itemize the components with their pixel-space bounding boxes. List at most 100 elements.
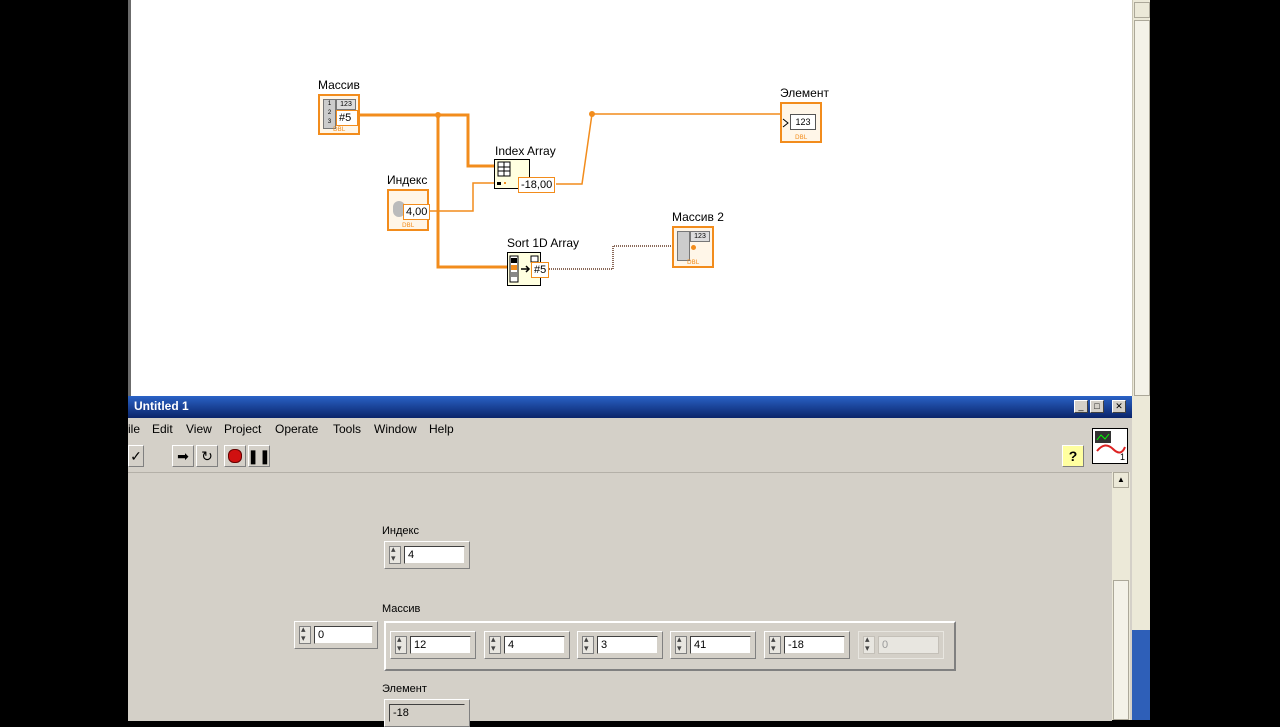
indicator-dot-icon: [691, 245, 696, 250]
array-element-3[interactable]: 41: [670, 631, 756, 659]
array-element-value[interactable]: 12: [410, 636, 471, 654]
array-index-field[interactable]: 0: [314, 626, 373, 644]
element-digits: 123: [790, 114, 816, 130]
help-icon[interactable]: ?: [1062, 445, 1084, 467]
element-spin-icon[interactable]: [395, 634, 407, 654]
increment-decrement-icon[interactable]: [389, 544, 401, 564]
element-value-field: -18: [389, 704, 465, 722]
window-edge: [128, 0, 131, 396]
wires: [358, 111, 780, 270]
element-spin-icon[interactable]: [675, 634, 687, 654]
front-panel-vertical-scrollbar[interactable]: ▲: [1112, 472, 1130, 720]
pause-icon[interactable]: ❚❚: [247, 445, 271, 467]
dbl-tag: DBL: [332, 126, 346, 133]
sort-1d-array-label: Sort 1D Array: [507, 236, 580, 250]
menu-window[interactable]: Window: [374, 422, 417, 436]
menu-project[interactable]: Project: [224, 422, 262, 436]
array-index-control[interactable]: 0: [294, 621, 378, 649]
massiv-terminal[interactable]: 1 2 3 123 #5 DBL: [318, 94, 360, 135]
element-numeric-indicator: -18: [384, 699, 470, 727]
scroll-up-button[interactable]: [1134, 2, 1150, 18]
close-button[interactable]: ✕: [1112, 400, 1126, 413]
indicator-arrow-icon: [782, 118, 789, 128]
array-element-0[interactable]: 12: [390, 631, 476, 659]
scroll-up-arrow-icon[interactable]: ▲: [1113, 472, 1129, 488]
scroll-thumb[interactable]: [1134, 20, 1150, 396]
toolbar: ✓ ➡ ↻ ❚❚ ?: [128, 444, 1132, 470]
dbl-tag: DBL: [401, 222, 415, 229]
sort-icon: [509, 255, 539, 283]
indeks-label: Индекс: [387, 173, 428, 187]
element-spin-icon[interactable]: [863, 634, 875, 654]
array-element-value[interactable]: 41: [690, 636, 751, 654]
vi-icon[interactable]: 1: [1092, 428, 1128, 464]
massiv-label: Массив: [318, 78, 360, 92]
massiv-array-frame: 12 4 3 41 -18 0: [384, 621, 956, 671]
array-element-value[interactable]: 0: [878, 636, 939, 654]
maximize-button[interactable]: □: [1090, 400, 1104, 413]
menu-view[interactable]: View: [186, 422, 212, 436]
run-continuously-icon[interactable]: ↻: [196, 445, 218, 467]
scroll-thumb[interactable]: [1113, 580, 1129, 720]
help-label: ?: [1068, 448, 1078, 464]
dbl-tag: DBL: [794, 134, 808, 141]
indeks-value-field[interactable]: 4: [404, 546, 465, 564]
array-wire-to-sort: [436, 115, 508, 269]
digits-glyph: 123: [336, 99, 356, 110]
array-size-indicator: #5: [336, 110, 358, 126]
desktop-strip: [1132, 630, 1150, 720]
array-element-value[interactable]: 3: [597, 636, 658, 654]
block-diagram-vertical-scrollbar[interactable]: [1132, 0, 1150, 396]
minimize-button[interactable]: _: [1074, 400, 1088, 413]
element-wire: [556, 113, 780, 185]
menu-edit[interactable]: Edit: [152, 422, 173, 436]
index-array-icon: [497, 161, 511, 185]
front-panel-canvas: Индекс 4 Массив 0 12 4 3 4: [128, 472, 1112, 727]
edit-mode-icon[interactable]: ✓: [128, 445, 144, 467]
element-spin-icon[interactable]: [582, 634, 594, 654]
array-element-value[interactable]: 4: [504, 636, 565, 654]
element-indicator-label: Элемент: [382, 683, 427, 695]
array-element-2[interactable]: 3: [577, 631, 663, 659]
massiv2-label: Массив 2: [672, 210, 724, 224]
massiv2-terminal[interactable]: 123 DBL: [672, 226, 714, 268]
wire-junction: [435, 112, 441, 118]
indeks-terminal[interactable]: 4,00 DBL: [387, 189, 431, 231]
vi-icon-number: 1: [1119, 452, 1125, 462]
menu-file[interactable]: ile: [128, 422, 141, 436]
sort-1d-array-node[interactable]: [507, 252, 541, 286]
title-bar[interactable]: Untitled 1 _ □ ✕: [128, 396, 1132, 418]
menu-tools[interactable]: Tools: [333, 422, 362, 436]
array-element-empty[interactable]: 0: [858, 631, 944, 659]
array-index-1: 1: [327, 101, 332, 107]
element-spin-icon[interactable]: [489, 634, 501, 654]
block-diagram-window: Массив 1 2 3 123 #5 DBL Индекс 4,00 DBL …: [128, 0, 1150, 396]
front-panel-window: Untitled 1 _ □ ✕ ile Edit View Project O…: [128, 396, 1132, 727]
array-index-2: 2: [327, 110, 332, 116]
menu-help[interactable]: Help: [429, 422, 454, 436]
sorted-array-wire: [549, 245, 673, 270]
window-title: Untitled 1: [134, 399, 189, 413]
array-element-1[interactable]: 4: [484, 631, 570, 659]
element-label: Элемент: [780, 86, 829, 100]
menu-operate[interactable]: Operate: [275, 422, 319, 436]
index-value-indicator: 4,00: [403, 204, 431, 220]
massiv2-digits: 123: [690, 231, 710, 242]
run-arrow-icon[interactable]: ➡: [172, 445, 194, 467]
index-array-output-indicator: -18,00: [518, 177, 556, 193]
wire-junction: [589, 111, 595, 117]
element-terminal[interactable]: 123 DBL: [780, 102, 822, 143]
element-spin-icon[interactable]: [769, 634, 781, 654]
numeric-control-glyph: [393, 201, 405, 217]
array-element-4[interactable]: -18: [764, 631, 850, 659]
sort-size-indicator: #5: [531, 262, 550, 278]
desktop-background: [1150, 0, 1280, 720]
abort-icon[interactable]: [224, 445, 246, 467]
vi-graph-icon: [1095, 431, 1126, 454]
index-increment-icon[interactable]: [299, 624, 311, 644]
array-index-3: 3: [327, 119, 332, 125]
array-wire-to-index: [438, 113, 495, 168]
array-element-value[interactable]: -18: [784, 636, 845, 654]
indeks-numeric-control[interactable]: 4: [384, 541, 470, 569]
index-wire: [428, 182, 495, 212]
